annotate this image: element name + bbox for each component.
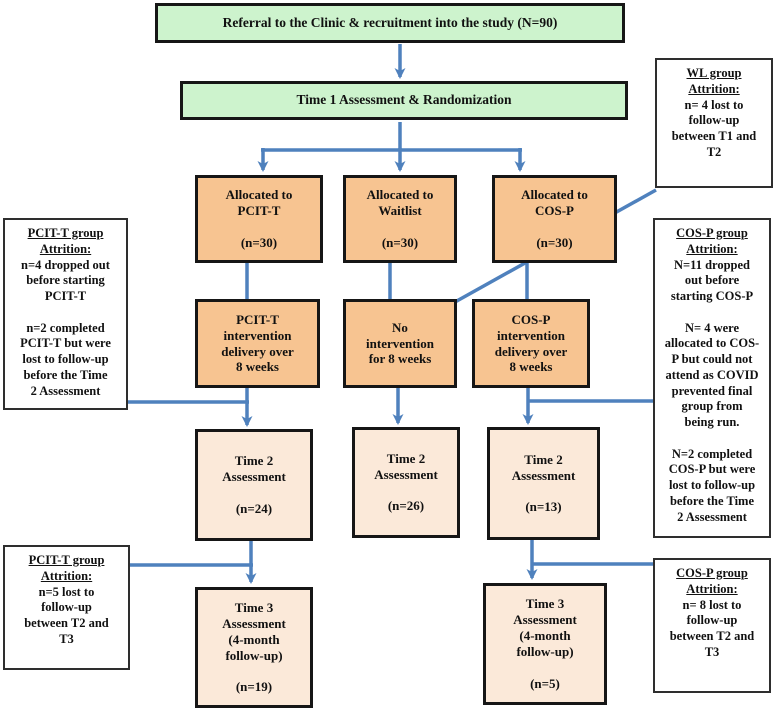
attrition-heading: PCIT-T group Attrition: xyxy=(28,553,105,583)
box-time2-cos-p: Time 2 Assessment (n=13) xyxy=(487,427,600,540)
box-cos-p-attrition-t1-t2: COS-P group Attrition: N=11 dropped out … xyxy=(653,218,771,538)
attrition-heading: PCIT-T group Attrition: xyxy=(27,226,104,256)
box-pcit-t-intervention: PCIT-T intervention delivery over 8 week… xyxy=(195,299,320,388)
box-cos-p-attrition-t2-t3: COS-P group Attrition: n= 8 lost to foll… xyxy=(653,558,771,693)
box-allocated-cos-p: Allocated to COS-P (n=30) xyxy=(492,175,617,263)
attrition-body: n= 4 lost to follow-up between T1 and T2 xyxy=(671,97,757,159)
attrition-body: N=11 dropped out before starting COS-P N… xyxy=(664,257,760,524)
box-cos-p-intervention: COS-P intervention delivery over 8 weeks xyxy=(472,299,590,388)
attrition-body: n= 8 lost to follow-up between T2 and T3 xyxy=(669,597,755,659)
box-wl-group-attrition: WL group Attrition: n= 4 lost to follow-… xyxy=(655,58,773,188)
attrition-heading: COS-P group Attrition: xyxy=(676,226,748,256)
box-time2-pcit-t: Time 2 Assessment (n=24) xyxy=(195,429,313,541)
box-time2-waitlist: Time 2 Assessment (n=26) xyxy=(352,427,460,538)
box-time3-pcit-t: Time 3 Assessment (4-month follow-up) (n… xyxy=(195,587,313,708)
box-pcit-t-attrition-t2-t3: PCIT-T group Attrition: n=5 lost to foll… xyxy=(3,545,130,670)
box-allocated-pcit-t: Allocated to PCIT-T (n=30) xyxy=(195,175,323,263)
box-time3-cos-p: Time 3 Assessment (4-month follow-up) (n… xyxy=(483,583,607,705)
attrition-heading: COS-P group Attrition: xyxy=(676,566,748,596)
attrition-body: n=4 dropped out before starting PCIT-T n… xyxy=(20,257,111,398)
box-allocated-waitlist: Allocated to Waitlist (n=30) xyxy=(343,175,457,263)
box-time1-assessment-randomization: Time 1 Assessment & Randomization xyxy=(180,81,628,120)
box-no-intervention: No intervention for 8 weeks xyxy=(343,299,457,388)
box-pcit-t-attrition-t1-t2: PCIT-T group Attrition: n=4 dropped out … xyxy=(3,218,128,410)
box-referral-recruitment: Referral to the Clinic & recruitment int… xyxy=(155,3,625,43)
attrition-body: n=5 lost to follow-up between T2 and T3 xyxy=(24,584,109,646)
attrition-heading: WL group Attrition: xyxy=(686,66,742,96)
